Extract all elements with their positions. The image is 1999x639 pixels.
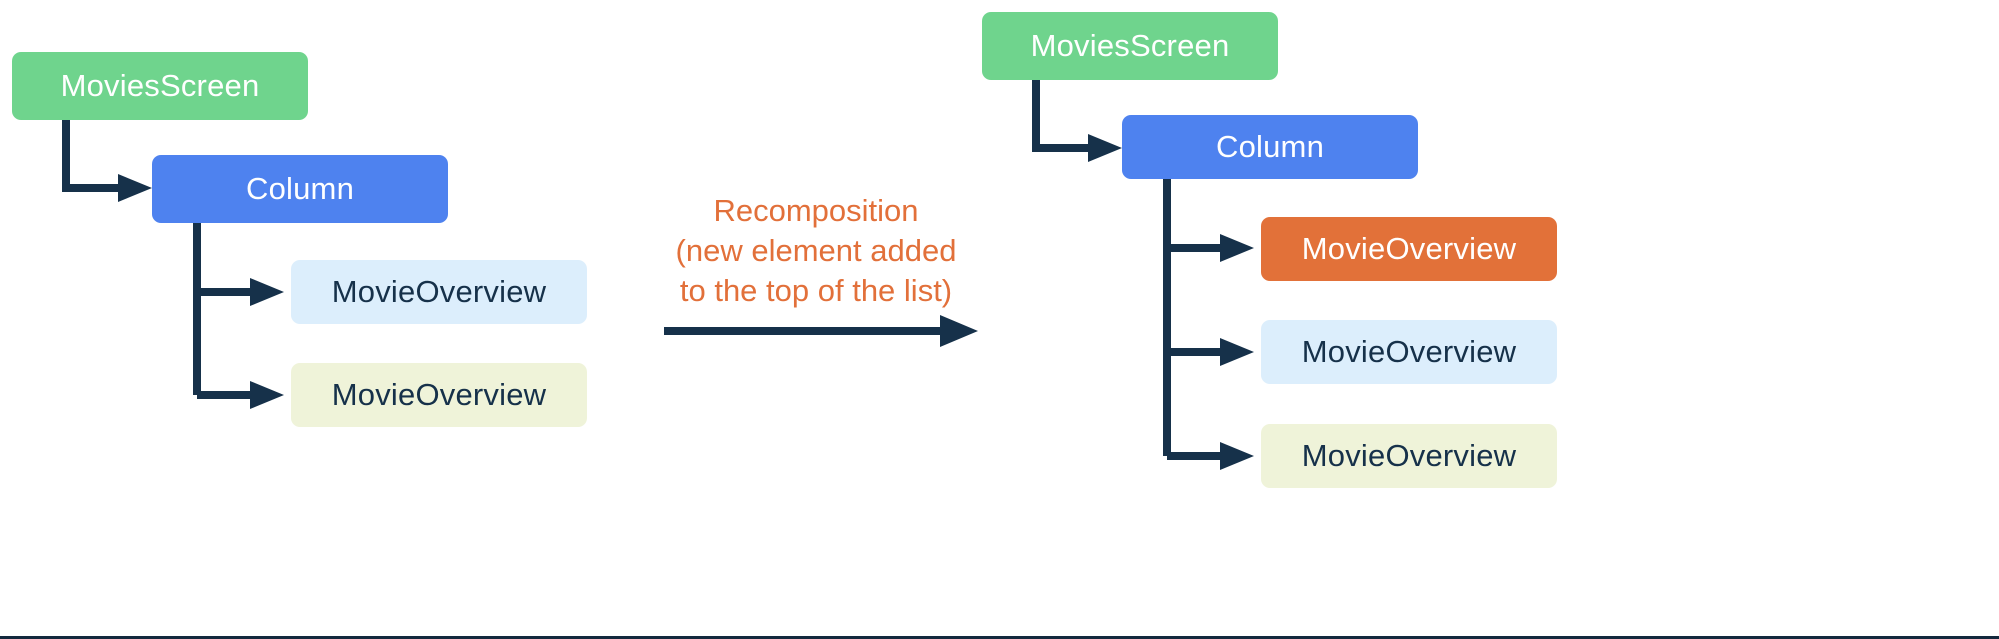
node-label: MovieOverview [331,377,547,412]
recomposition-caption: Recomposition (new element added to the … [675,193,957,308]
connector-movies-screen-to-column-after [1030,80,1130,162]
bottom-divider [0,636,1999,639]
node-label: Column [245,171,355,206]
node-label: MovieOverview [1301,231,1517,266]
node-column-before[interactable]: Column [152,155,448,223]
node-movie-overview-1-before[interactable]: MovieOverview [291,260,587,324]
node-label: MoviesScreen [1030,28,1230,63]
node-label: MovieOverview [1301,438,1517,473]
node-column-after[interactable]: Column [1122,115,1418,179]
node-movies-screen-after[interactable]: MoviesScreen [982,12,1278,80]
node-label: MoviesScreen [60,68,260,103]
node-movie-overview-1-after[interactable]: MovieOverview [1261,320,1557,384]
connector-column-children-after [1162,179,1282,474]
node-label: MovieOverview [331,274,547,309]
node-movies-screen-before[interactable]: MoviesScreen [12,52,308,120]
connector-column-children-before [192,223,312,413]
node-movie-overview-new-after[interactable]: MovieOverview [1261,217,1557,281]
connector-movies-screen-to-column-before [60,120,160,202]
node-label: Column [1215,129,1325,164]
node-movie-overview-2-before[interactable]: MovieOverview [291,363,587,427]
recomposition-arrow-icon [662,310,982,357]
node-label: MovieOverview [1301,334,1517,369]
node-movie-overview-2-after[interactable]: MovieOverview [1261,424,1557,488]
